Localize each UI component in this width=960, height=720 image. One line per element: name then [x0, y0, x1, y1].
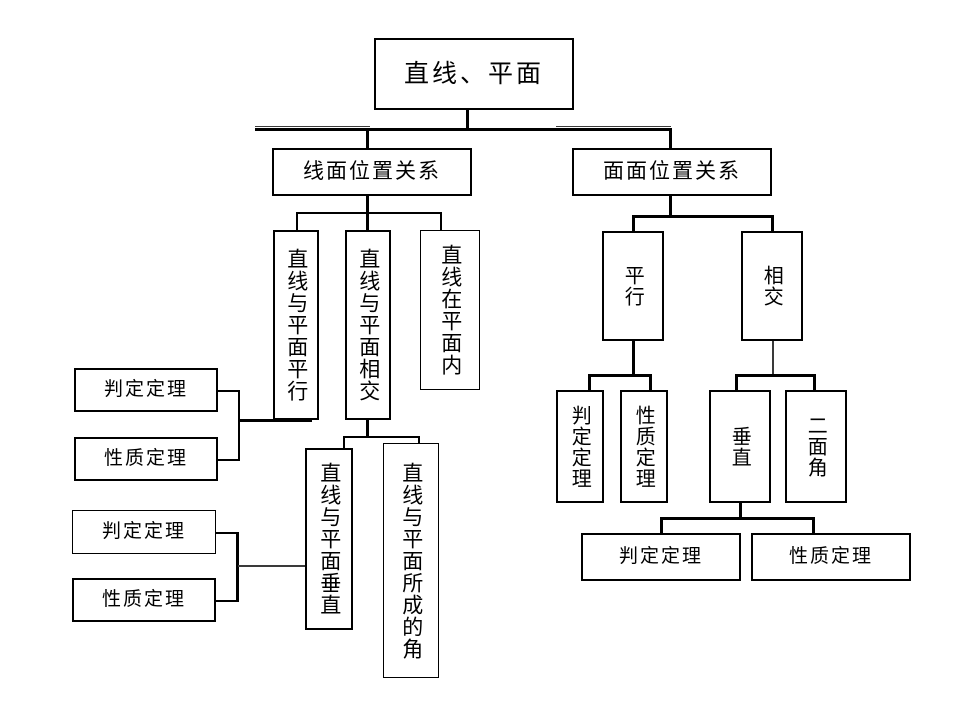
node-parallel-judgement-theorem-label: 判定定理 [103, 378, 188, 401]
node-parallel-property-theorem[interactable]: 性质定理 [74, 437, 218, 481]
node-perpendicular-property-theorem-left-label: 性质定理 [101, 588, 186, 611]
node-planes-parallel-judgement-theorem[interactable]: 判定定理 [556, 390, 604, 503]
node-line-plane-angle[interactable]: 直线与平面所成的角 [383, 443, 439, 678]
node-planes-intersect-label: 相交 [760, 265, 785, 307]
connector-main-bar [255, 128, 671, 131]
connector-intersect-down [366, 419, 369, 437]
connector-main-bar-right-ext [556, 126, 671, 127]
node-plane-plane-relation[interactable]: 面面位置关系 [572, 148, 772, 196]
node-line-plane-relation-label: 线面位置关系 [303, 159, 441, 184]
node-line-plane-relation[interactable]: 线面位置关系 [272, 148, 472, 196]
connector-root-down [466, 110, 469, 130]
connector-parallel-left [588, 374, 591, 391]
node-parallel-property-theorem-label: 性质定理 [103, 447, 188, 470]
node-dihedral-angle[interactable]: 二面角 [785, 390, 847, 503]
connector-perp-left [660, 517, 663, 534]
connector-to-line-plane [366, 128, 369, 150]
connector-thm2-b-stub [216, 600, 238, 602]
connector-thm2-a-stub [216, 532, 238, 534]
node-root-label: 直线、平面 [403, 59, 544, 88]
node-planes-parallel-property-theorem-label: 性质定理 [632, 404, 657, 489]
connector-thm2-to-perp [238, 565, 306, 567]
connector-pp-bar [632, 215, 774, 218]
connector-lp-child1 [296, 212, 298, 231]
node-dihedral-angle-label: 二面角 [804, 415, 829, 478]
node-planes-perpendicular[interactable]: 垂直 [709, 390, 771, 503]
node-planes-parallel[interactable]: 平行 [602, 231, 664, 341]
connector-thm1-a-stub [218, 390, 240, 392]
connector-thm2-vert [236, 532, 239, 602]
node-planes-perpendicular-property-theorem-label: 性质定理 [788, 545, 873, 568]
node-line-plane-angle-label: 直线与平面所成的角 [399, 461, 424, 660]
node-line-in-plane[interactable]: 直线在平面内 [420, 230, 480, 390]
node-line-in-plane-label: 直线在平面内 [438, 244, 463, 376]
node-perpendicular-property-theorem-left[interactable]: 性质定理 [72, 578, 216, 622]
connector-parallel-down [632, 340, 635, 375]
connector-lp-child3 [440, 212, 442, 231]
node-line-parallel-plane[interactable]: 直线与平面平行 [273, 230, 319, 420]
node-planes-perpendicular-judgement-theorem[interactable]: 判定定理 [581, 533, 741, 581]
connector-intersect-left [343, 436, 345, 450]
connector-intersect2-down [772, 340, 774, 375]
node-line-intersect-plane-label: 直线与平面相交 [356, 248, 381, 402]
node-plane-plane-relation-label: 面面位置关系 [603, 159, 741, 184]
connector-lp-down [366, 196, 369, 213]
node-planes-perpendicular-property-theorem[interactable]: 性质定理 [751, 533, 911, 581]
connector-perp-bar [660, 517, 815, 520]
connector-pp-down [669, 196, 672, 216]
node-planes-parallel-property-theorem[interactable]: 性质定理 [620, 390, 668, 503]
connector-thm1-vert [238, 390, 240, 461]
connector-intersect-bar [343, 436, 420, 438]
connector-parallel-right [649, 374, 652, 391]
connector-pp-right [771, 215, 774, 231]
connector-parallel-bar [588, 374, 652, 377]
node-root[interactable]: 直线、平面 [374, 38, 574, 110]
connector-to-plane-plane [669, 128, 672, 150]
node-line-intersect-plane[interactable]: 直线与平面相交 [345, 230, 391, 420]
connector-intersect2-right [813, 374, 816, 391]
node-line-perpendicular-plane[interactable]: 直线与平面垂直 [305, 448, 353, 630]
connector-lp-bar [296, 212, 442, 214]
node-perpendicular-judgement-theorem-left[interactable]: 判定定理 [72, 510, 216, 554]
connector-lp-child2 [366, 212, 369, 231]
connector-main-bar-left-ext [255, 126, 370, 127]
connector-perp-right [812, 517, 815, 534]
connector-perp-down [739, 503, 742, 519]
node-perpendicular-judgement-theorem-left-label: 判定定理 [101, 520, 186, 543]
connector-thm1-to-parallel [238, 419, 312, 422]
connector-intersect2-left [735, 374, 738, 391]
node-line-parallel-plane-label: 直线与平面平行 [284, 248, 309, 402]
connector-intersect2-bar [735, 374, 816, 377]
node-line-perpendicular-plane-label: 直线与平面垂直 [317, 462, 342, 616]
node-planes-perpendicular-judgement-theorem-label: 判定定理 [618, 545, 703, 568]
node-parallel-judgement-theorem[interactable]: 判定定理 [74, 368, 218, 412]
node-planes-parallel-judgement-theorem-label: 判定定理 [568, 404, 593, 489]
connector-intersect-right [418, 436, 420, 444]
node-planes-parallel-label: 平行 [621, 265, 646, 307]
connector-thm1-b-stub [218, 459, 240, 461]
node-planes-intersect[interactable]: 相交 [741, 231, 803, 341]
node-planes-perpendicular-label: 垂直 [728, 425, 753, 468]
connector-pp-left [632, 215, 635, 231]
